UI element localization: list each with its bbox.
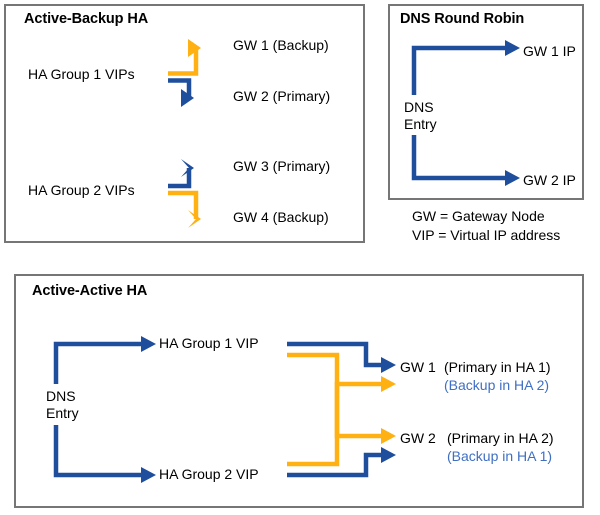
- label-gw3-primary: GW 3 (Primary): [233, 158, 331, 174]
- panel-active-backup-title: Active-Backup HA: [24, 11, 149, 27]
- label-aa-gw1-backup: (Backup in HA 2): [444, 377, 550, 393]
- label-ha-group-1-vip: HA Group 1 VIP: [159, 335, 259, 351]
- label-aa-gw2-backup: (Backup in HA 1): [447, 448, 553, 464]
- label-gw4-backup: GW 4 (Backup): [233, 209, 329, 225]
- label-aa-gw1-primary: (Primary in HA 1): [444, 359, 551, 375]
- label-ha-group-2-vip: HA Group 2 VIP: [159, 466, 259, 482]
- legend-line-vip: VIP = Virtual IP address: [412, 227, 561, 243]
- label-gw2-ip: GW 2 IP: [523, 172, 576, 188]
- label-aa-dns-entry-line1: DNS: [46, 388, 76, 404]
- label-dns-entry-line1: DNS: [404, 99, 434, 115]
- label-aa-gw2-primary: (Primary in HA 2): [447, 430, 554, 446]
- label-aa-gw1-name: GW 1: [400, 359, 436, 375]
- label-aa-dns-entry-line2: Entry: [46, 405, 79, 421]
- label-gw1-ip: GW 1 IP: [523, 43, 576, 59]
- label-ha-group-1-vips: HA Group 1 VIPs: [28, 66, 135, 82]
- label-ha-group-2-vips: HA Group 2 VIPs: [28, 182, 135, 198]
- label-dns-entry-line2: Entry: [404, 116, 437, 132]
- panel-active-active-title: Active-Active HA: [32, 283, 148, 299]
- legend-line-gw: GW = Gateway Node: [412, 208, 545, 224]
- label-aa-gw2-name: GW 2: [400, 430, 436, 446]
- label-gw1-backup: GW 1 (Backup): [233, 37, 329, 53]
- panel-dns-round-robin-title: DNS Round Robin: [400, 11, 525, 27]
- label-gw2-primary: GW 2 (Primary): [233, 88, 331, 104]
